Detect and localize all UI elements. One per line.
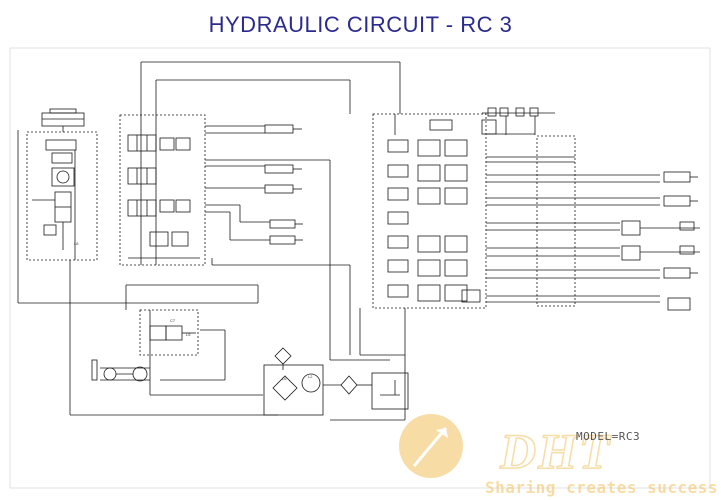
lower-lines: [17, 130, 406, 421]
watermark-tagline: Sharing creates success: [485, 478, 719, 497]
cylinder-1: [205, 124, 302, 134]
filter-unit: [263, 347, 409, 416]
cylinder-2: [205, 164, 302, 174]
steering-cylinder: [41, 108, 85, 132]
logo-text: DHT: [499, 423, 612, 479]
manifold-block: [536, 135, 576, 307]
right-valve-bank: [372, 113, 487, 309]
drawing-border: [9, 47, 711, 489]
component-tags: C7 L5 L6 L2 L8: [74, 241, 313, 381]
cylinder-3: [205, 184, 302, 194]
output-lines: [486, 156, 660, 303]
page-title: HYDRAULIC CIRCUIT - RC 3: [208, 12, 513, 37]
watermark-logo: DHT: [399, 414, 612, 480]
tag-l6: L6: [282, 376, 287, 381]
cylinder-5: [205, 211, 303, 245]
cylinder-4: [205, 204, 303, 229]
control-valve-c7: [139, 309, 199, 356]
tag-l5: L5: [186, 332, 191, 337]
pressure-switch-row: [481, 107, 555, 135]
model-label: MODEL=RC3: [576, 430, 641, 443]
steering-unit: [26, 131, 98, 261]
tag-l8: L8: [74, 241, 79, 246]
left-valve-bank: [119, 114, 206, 266]
right-actuators: [621, 171, 700, 311]
main-pressure-lines: [140, 61, 401, 361]
tag-l2: L2: [308, 374, 313, 379]
pump-assembly: [91, 359, 148, 382]
tag-c7: C7: [170, 318, 176, 323]
